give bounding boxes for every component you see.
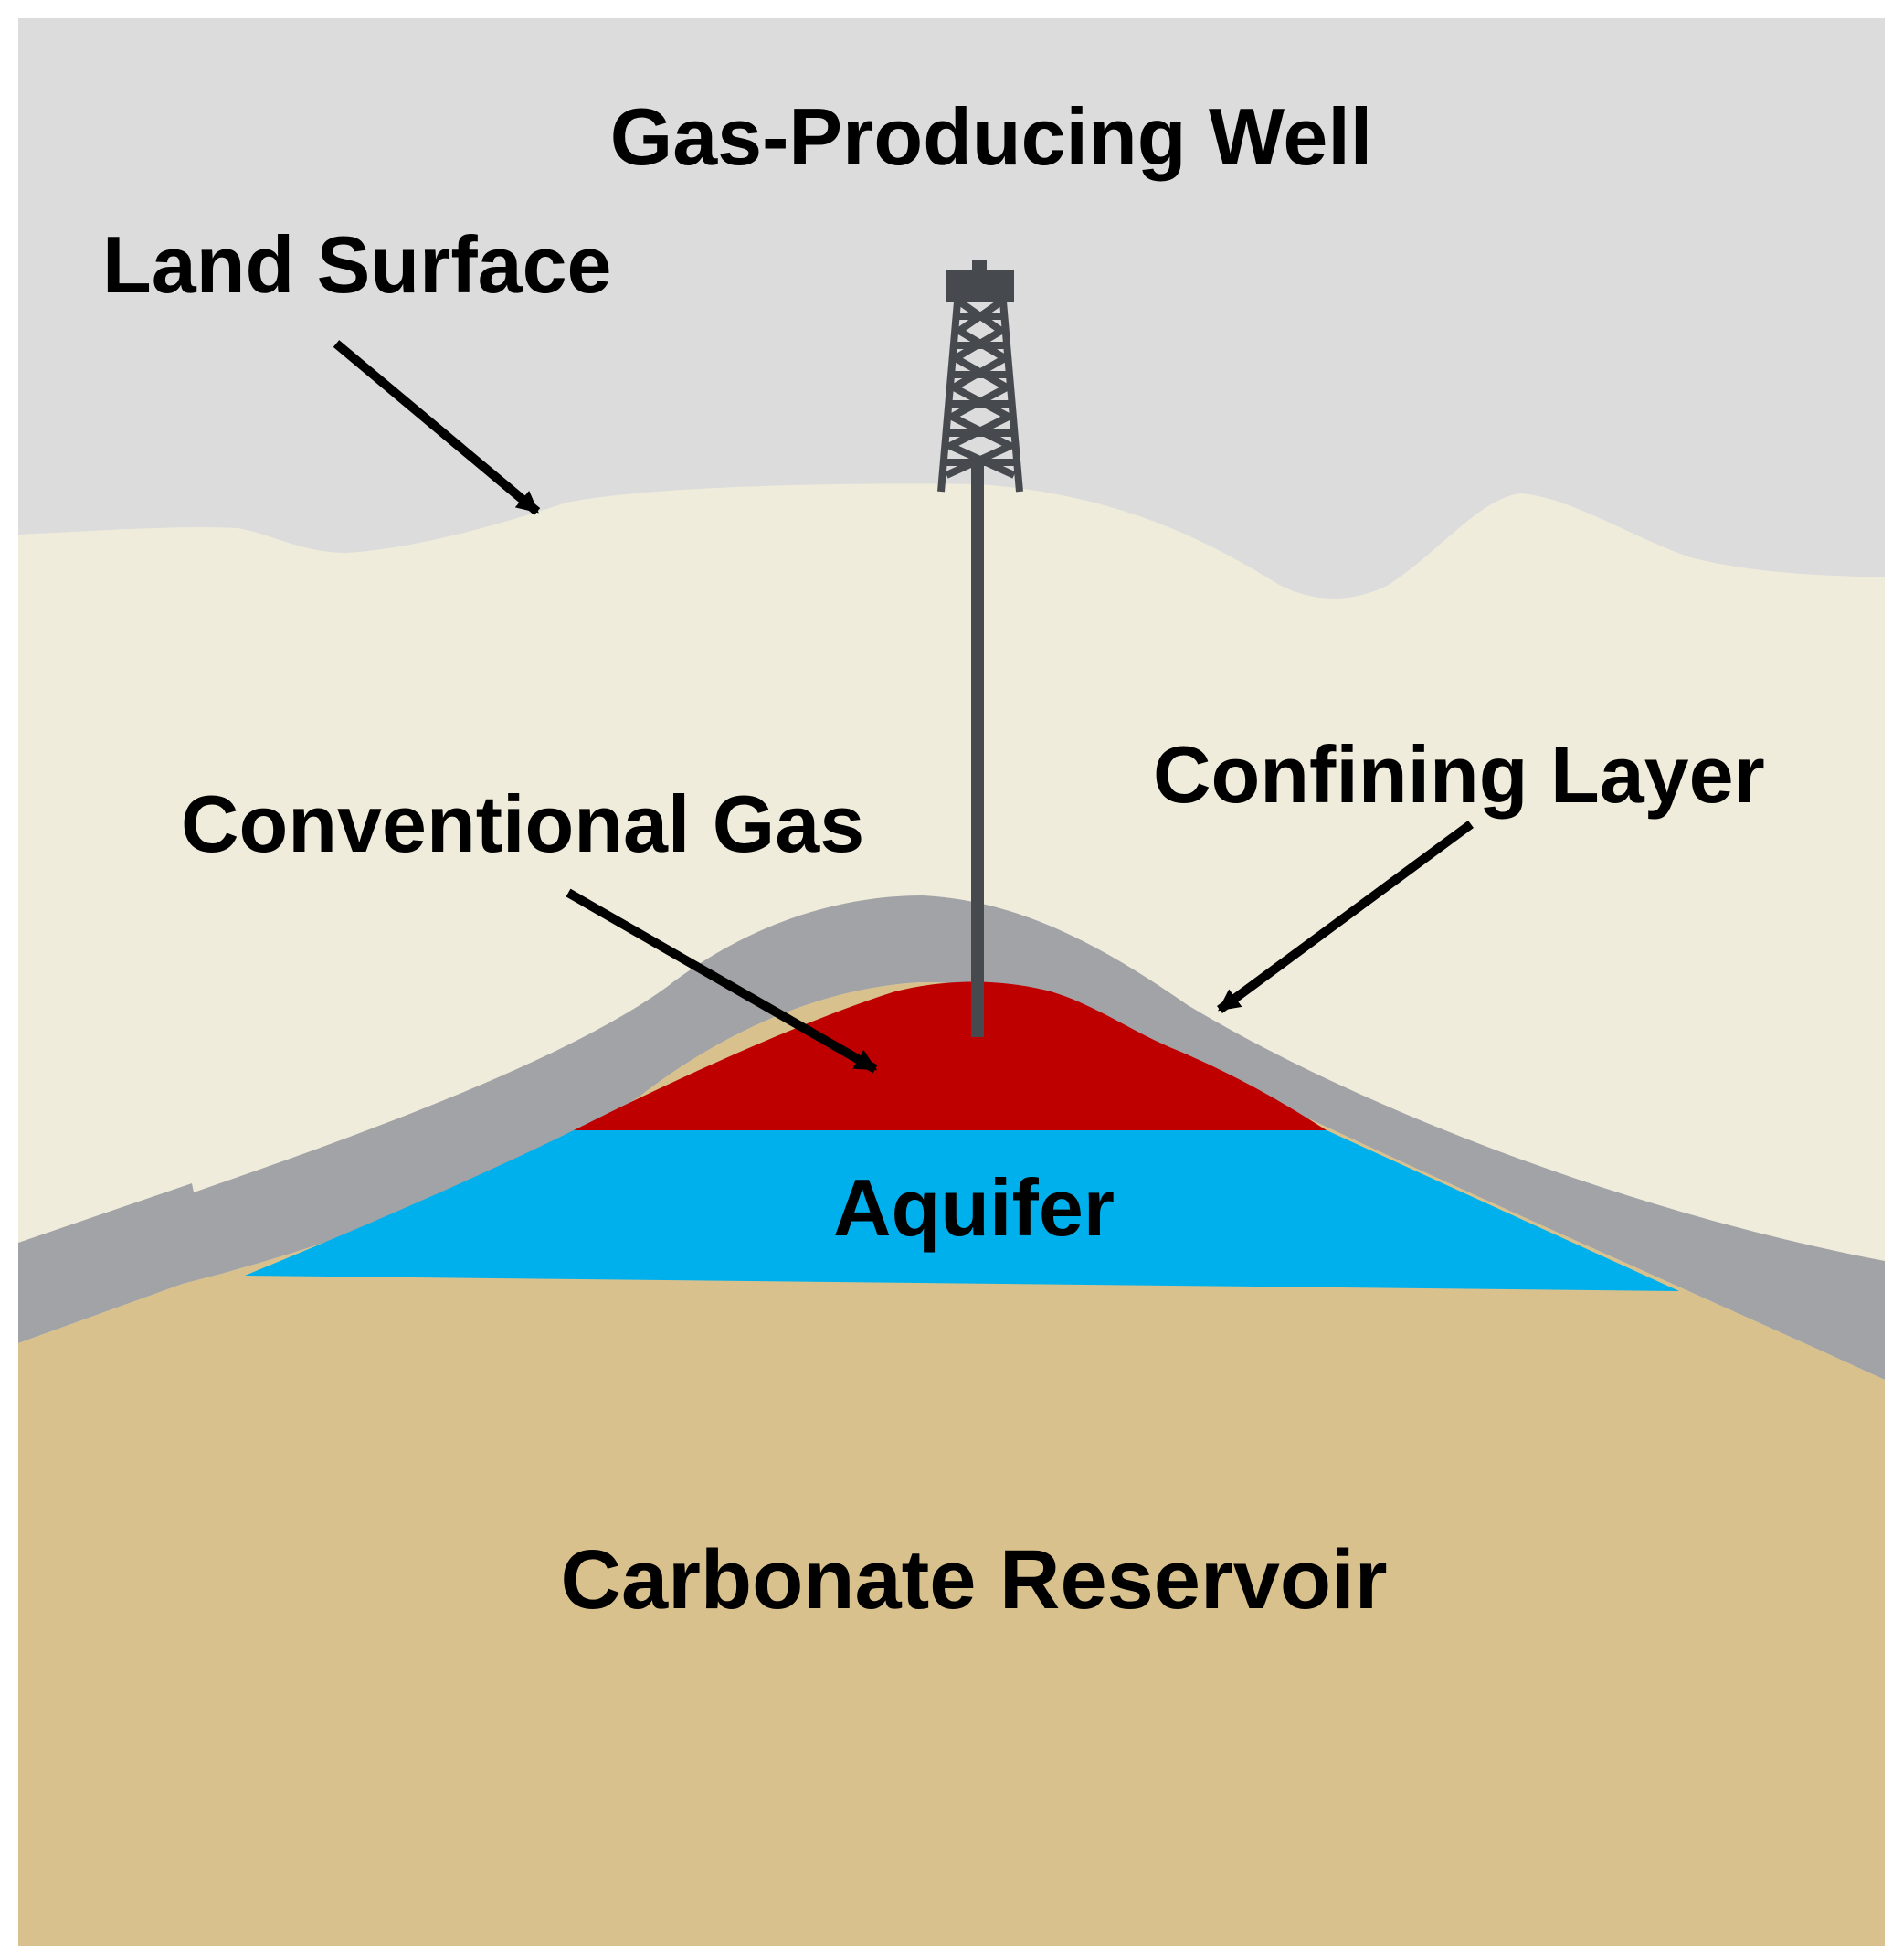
well-pipe bbox=[971, 457, 984, 1037]
well-label: Gas-Producing Well bbox=[610, 91, 1373, 182]
conventional-gas-arrow bbox=[566, 888, 878, 1074]
derrick-icon bbox=[937, 260, 1023, 493]
land-surface-arrow bbox=[333, 340, 541, 515]
conventional-gas-label: Conventional Gas bbox=[181, 779, 864, 869]
confining-layer bbox=[18, 895, 1885, 1380]
aquifer-label: Aquifer bbox=[833, 1162, 1115, 1253]
confining-layer-arrow bbox=[1217, 820, 1474, 1014]
carbonate-reservoir-label: Carbonate Reservoir bbox=[561, 1533, 1388, 1626]
land-surface-label: Land Surface bbox=[102, 219, 611, 310]
aquifer-layer bbox=[245, 1130, 1679, 1291]
confining-layer-label: Confining Layer bbox=[1153, 729, 1765, 820]
conventional-gas-layer bbox=[574, 981, 1327, 1130]
